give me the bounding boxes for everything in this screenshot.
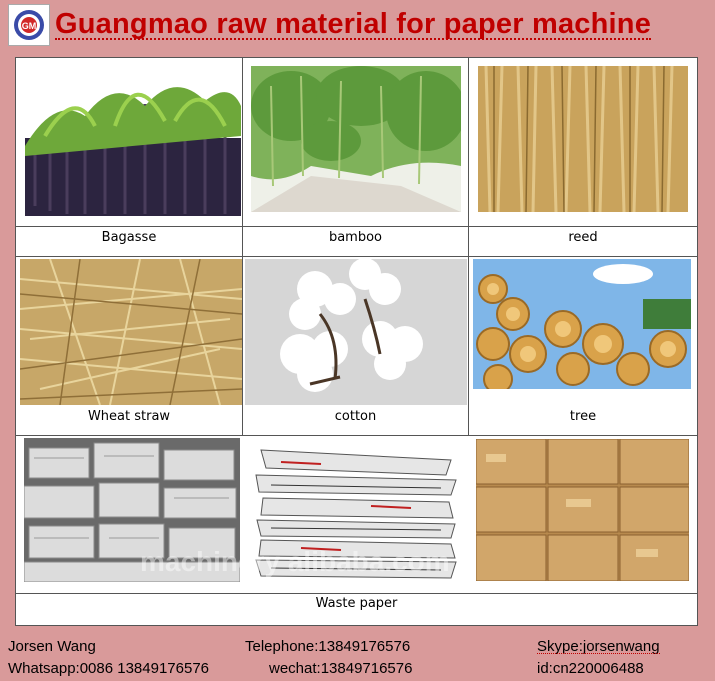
material-label: bamboo bbox=[328, 230, 383, 245]
sugarcane-photo-icon bbox=[25, 66, 241, 216]
bagasse-image bbox=[25, 66, 241, 216]
material-label: Wheat straw bbox=[87, 409, 171, 424]
contact-name: Jorsen Wang bbox=[8, 638, 96, 655]
tree-image bbox=[473, 259, 691, 389]
bamboo-photo-icon bbox=[251, 66, 461, 212]
material-label: reed bbox=[568, 230, 598, 245]
materials-table: Bagasse bamboo reed bbox=[15, 57, 698, 626]
wheat-straw-image bbox=[20, 259, 242, 405]
contact-id: id:cn220006488 bbox=[537, 660, 644, 677]
newspaper-stacks-icon bbox=[24, 438, 240, 582]
logo-text: GM bbox=[22, 21, 37, 31]
watermark: machinery alibaba.com bbox=[140, 546, 450, 577]
logs-photo-icon bbox=[473, 259, 691, 389]
contact-footer: Jorsen Wang Telephone:13849176576 Skype:… bbox=[0, 630, 715, 681]
material-label: tree bbox=[569, 409, 597, 424]
page-title: Guangmao raw material for paper machine bbox=[55, 8, 652, 40]
grid-line bbox=[242, 58, 243, 435]
contact-whatsapp: Whatsapp:0086 13849176576 bbox=[8, 660, 210, 677]
material-label: cotton bbox=[334, 409, 377, 424]
contact-telephone: Telephone:13849176576 bbox=[245, 638, 411, 655]
material-label: Waste paper bbox=[315, 596, 398, 611]
bamboo-image bbox=[251, 66, 461, 212]
waste-paper-image-1 bbox=[24, 438, 240, 582]
grid-line bbox=[16, 435, 697, 436]
cotton-image bbox=[245, 259, 467, 405]
grid-line bbox=[16, 256, 697, 257]
contact-skype: Skype:jorsenwang bbox=[537, 638, 660, 655]
straw-photo-icon bbox=[20, 259, 242, 405]
cardboard-bales-icon bbox=[476, 439, 689, 581]
header: GM Guangmao raw material for paper machi… bbox=[0, 0, 715, 52]
grid-line bbox=[468, 58, 469, 435]
company-logo: GM bbox=[8, 4, 50, 46]
newspaper-pile-icon bbox=[251, 440, 461, 585]
grid-line bbox=[16, 226, 697, 227]
logo-icon: GM bbox=[9, 5, 49, 45]
reed-photo-icon bbox=[478, 66, 688, 212]
material-label: Bagasse bbox=[101, 230, 157, 245]
reed-image bbox=[478, 66, 688, 212]
waste-paper-image-3 bbox=[476, 439, 689, 581]
waste-paper-image-2 bbox=[251, 440, 461, 585]
cotton-photo-icon bbox=[245, 259, 467, 405]
grid-line bbox=[16, 593, 697, 594]
contact-wechat: wechat:13849716576 bbox=[269, 660, 413, 677]
